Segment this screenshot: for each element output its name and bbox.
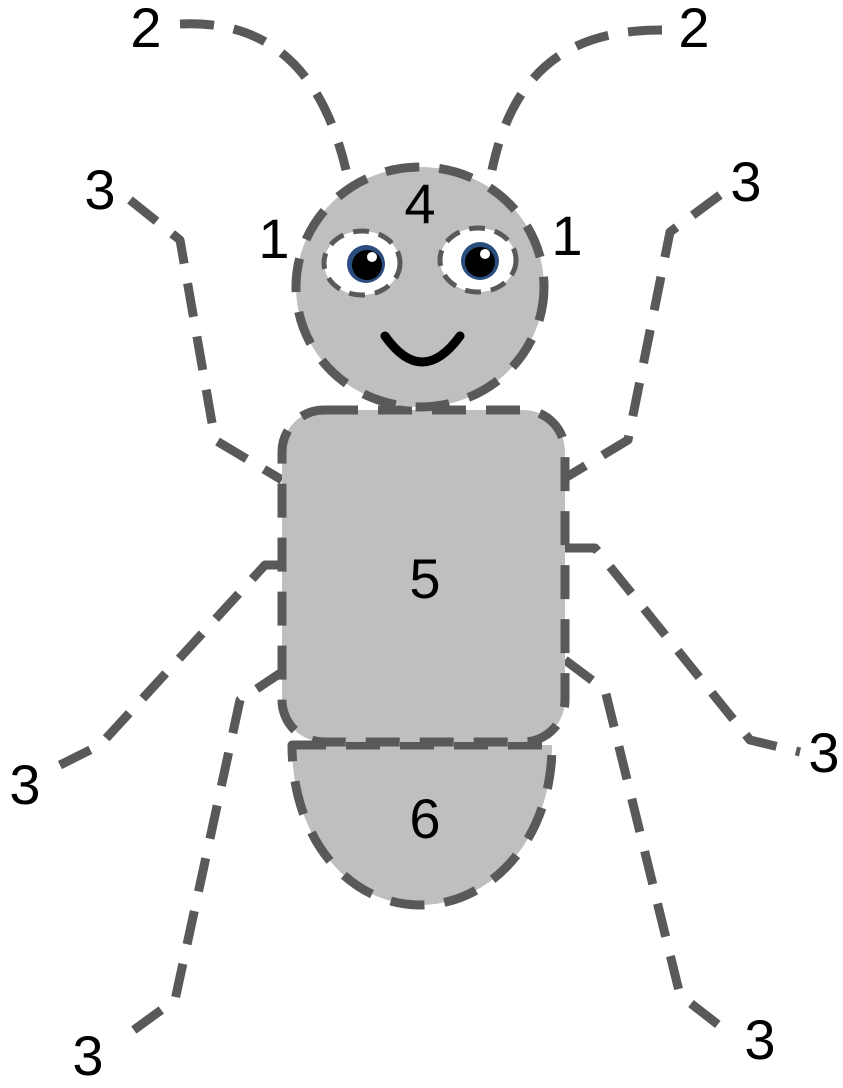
head-outline <box>291 162 549 412</box>
right-eye <box>437 225 519 295</box>
abdomen <box>292 745 552 905</box>
leg-lower-left <box>117 666 288 1044</box>
label-leg-upper-right: 3 <box>730 150 761 213</box>
label-eye-right: 1 <box>551 204 582 267</box>
leg-lower-right <box>562 656 728 1034</box>
antenna-left <box>179 19 351 172</box>
leg-middle-left <box>47 560 280 775</box>
abdomen-outline <box>287 740 557 910</box>
label-leg-lower-right: 3 <box>744 1008 775 1071</box>
leg-upper-right <box>562 191 723 482</box>
label-antenna-left: 2 <box>130 0 161 59</box>
label-thorax: 5 <box>409 547 440 610</box>
mouth <box>380 331 465 367</box>
label-antenna-right: 2 <box>678 0 709 59</box>
leg-upper-left <box>127 196 285 484</box>
label-leg-upper-left: 3 <box>84 158 115 221</box>
label-leg-middle-right: 3 <box>808 721 839 784</box>
label-leg-lower-left: 3 <box>72 1024 103 1087</box>
antenna-right <box>487 25 663 171</box>
left-eye <box>321 228 403 298</box>
label-head: 4 <box>404 172 435 235</box>
label-leg-middle-left: 3 <box>9 753 40 816</box>
thorax-outline <box>277 405 570 747</box>
label-abdomen: 6 <box>409 787 440 850</box>
leg-middle-right <box>565 543 802 757</box>
thorax <box>282 410 565 742</box>
label-eye-left: 1 <box>258 207 289 270</box>
